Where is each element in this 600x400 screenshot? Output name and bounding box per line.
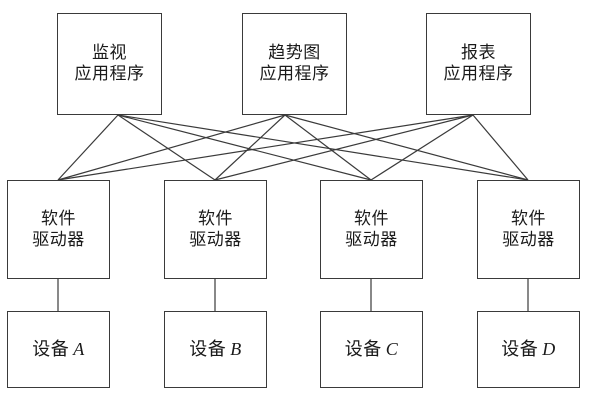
app-node-monitoring-line2: 应用程序 — [74, 64, 145, 83]
edge-app2-to-drv4 — [284, 114, 529, 181]
app-node-trend-chart-line1: 趋势图 — [268, 43, 321, 63]
driver-node-1-line2: 驱动器 — [32, 229, 85, 249]
device-node-c-text: 设备 — [344, 338, 382, 359]
edge-app2-to-drv2 — [214, 114, 286, 181]
app-node-monitoring[interactable]: 监视 应用程序 — [57, 13, 162, 115]
edge-app3-to-drv1 — [57, 114, 474, 181]
driver-node-2-line2: 驱动器 — [189, 229, 242, 249]
device-node-a-text: 设备 — [32, 338, 70, 359]
driver-node-4-line2: 驱动器 — [502, 229, 555, 249]
edge-app1-to-drv3 — [117, 114, 372, 181]
edge-app3-to-drv3 — [370, 114, 474, 181]
edge-app1-to-drv2 — [117, 114, 216, 181]
edge-app1-to-drv1 — [57, 114, 119, 181]
driver-node-4[interactable]: 软件 驱动器 — [477, 180, 580, 279]
device-node-d-id: D — [542, 338, 556, 359]
edge-app3-to-drv4 — [472, 114, 529, 181]
edge-app1-to-drv4 — [117, 114, 529, 181]
edge-app2-to-drv1 — [57, 114, 286, 181]
driver-node-1-line1: 软件 — [41, 208, 76, 228]
driver-node-3-line2: 驱动器 — [345, 229, 398, 249]
edge-app2-to-drv3 — [284, 114, 372, 181]
device-node-a-id: A — [73, 338, 85, 359]
app-node-trend-chart[interactable]: 趋势图 应用程序 — [242, 13, 347, 115]
driver-node-3[interactable]: 软件 驱动器 — [320, 180, 423, 279]
driver-node-2[interactable]: 软件 驱动器 — [164, 180, 267, 279]
app-node-monitoring-line1: 监视 — [92, 43, 127, 63]
driver-node-4-line1: 软件 — [511, 208, 546, 228]
device-node-b-text: 设备 — [189, 338, 227, 359]
device-node-b-id: B — [230, 338, 242, 359]
driver-node-3-line1: 软件 — [354, 208, 389, 228]
app-node-trend-chart-line2: 应用程序 — [259, 64, 330, 83]
app-node-report-line2: 应用程序 — [443, 64, 514, 83]
app-node-report-line1: 报表 — [461, 43, 496, 63]
device-node-c-id: C — [385, 338, 399, 359]
edge-app3-to-drv2 — [214, 114, 474, 181]
driver-node-2-line1: 软件 — [198, 208, 233, 228]
device-node-d-text: 设备 — [501, 338, 539, 359]
app-node-report[interactable]: 报表 应用程序 — [426, 13, 531, 115]
driver-node-1[interactable]: 软件 驱动器 — [7, 180, 110, 279]
